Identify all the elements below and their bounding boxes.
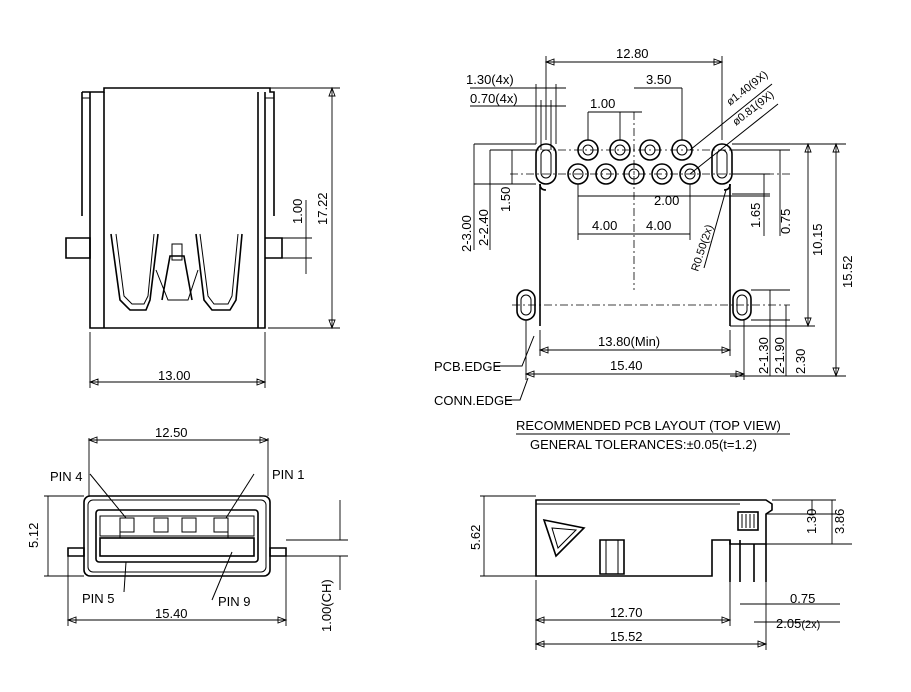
conn-edge-label: CONN.EDGE (434, 393, 513, 408)
bottom-width-bottom-label: 15.40 (155, 606, 188, 621)
pin1-label: PIN 1 (272, 467, 305, 482)
pcb-v7-label: 15.52 (840, 255, 855, 288)
bottom-chamfer-label: 1.00(CH) (319, 579, 334, 632)
pcb-v5-label: 0.75 (778, 209, 793, 234)
pcb-min-label: 13.80(Min) (598, 334, 660, 349)
front-width-label: 13.00 (158, 368, 191, 383)
bottom-view: PIN 4 PIN 1 PIN 5 PIN 9 12.50 15.40 5.12… (26, 425, 348, 632)
side-t1-label: 0.75 (790, 591, 815, 606)
side-t2-value: 2.05 (776, 616, 801, 631)
pcb-v3-label: 2-3.00 (459, 215, 474, 252)
pcb-overall-label: 12.80 (616, 46, 649, 61)
pcb-radius-label: R0.50(2x) (689, 223, 715, 273)
pcb-pitch-c-label: 2.00 (654, 193, 679, 208)
side-h1-label: 1.30 (804, 509, 819, 534)
side-w2-label: 15.52 (610, 629, 643, 644)
pcb-pitch-b-label: 1.00 (590, 96, 615, 111)
pcb-layout-view: 12.80 1.30(4x) 0.70(4x) 3.50 1.00 ø1.40(… (434, 46, 855, 452)
side-view: 5.62 1.30 3.86 12.70 15.52 0.75 2.05(2x) (468, 495, 852, 650)
pcb-title: RECOMMENDED PCB LAYOUT (TOP VIEW) (516, 418, 781, 433)
pcb-slot-w-label: 1.30(4x) (466, 72, 514, 87)
front-height-label: 17.22 (315, 192, 330, 225)
pcb-v8-label: 2-1.30 (756, 337, 771, 374)
pcb-v10-label: 2.30 (793, 349, 808, 374)
front-view: 13.00 17.22 1.00 (65, 86, 340, 388)
side-h2-label: 3.86 (832, 509, 847, 534)
pin4-label: PIN 4 (50, 469, 83, 484)
pcb-pitch-a-label: 3.50 (646, 72, 671, 87)
pin5-label: PIN 5 (82, 591, 115, 606)
side-height-label: 5.62 (468, 525, 483, 550)
bottom-height-label: 5.12 (26, 523, 41, 548)
pcb-tolerance: GENERAL TOLERANCES:±0.05(t=1.2) (530, 437, 757, 452)
pcb-slot-w2-label: 0.70(4x) (470, 91, 518, 106)
side-t2-suffix: (2x) (801, 619, 820, 631)
pcb-v4-label: 1.65 (748, 203, 763, 228)
pcb-pitch-d2-label: 4.00 (646, 218, 671, 233)
pcb-v1-label: 1.50 (498, 187, 513, 212)
pcb-v6-label: 10.15 (810, 223, 825, 256)
pcb-pitch-d1-label: 4.00 (592, 218, 617, 233)
pin9-label: PIN 9 (218, 594, 251, 609)
front-inner-label: 1.00 (290, 199, 305, 224)
pcb-v9-label: 2-1.90 (772, 337, 787, 374)
pcb-width-label: 15.40 (610, 358, 643, 373)
pcb-v2-label: 2-2.40 (476, 209, 491, 246)
side-t2-label: 2.05(2x) (776, 616, 820, 631)
bottom-width-top-label: 12.50 (155, 425, 188, 440)
side-w1-label: 12.70 (610, 605, 643, 620)
pcb-edge-label: PCB.EDGE (434, 359, 502, 374)
